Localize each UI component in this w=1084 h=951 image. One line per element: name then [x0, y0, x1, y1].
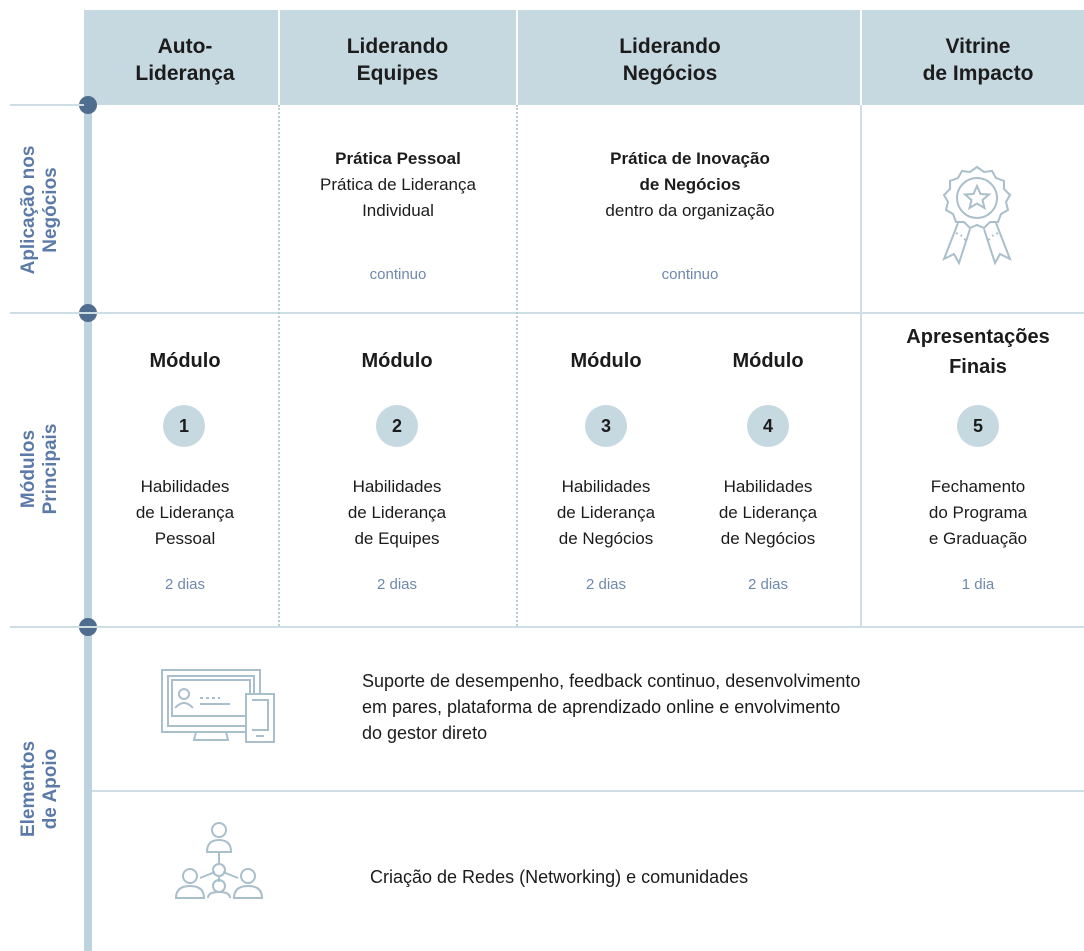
- column-divider: [860, 105, 862, 626]
- module-title: Módulo: [361, 350, 433, 372]
- row-label-modulos-principais: Módulos Principais: [18, 423, 61, 515]
- practice-personal-duration: continuo: [369, 266, 427, 283]
- column-header-auto-lideranca: Auto- Liderança: [135, 35, 235, 85]
- module-description: Habilidades de Liderança Pessoal: [135, 477, 235, 548]
- timeline-rail: [84, 100, 92, 951]
- module-title: Módulo: [570, 350, 642, 372]
- module-description: Habilidades de Liderança de Negócios: [718, 477, 818, 548]
- row-divider: [92, 790, 1084, 792]
- practice-business-text: dentro da organização: [605, 201, 775, 220]
- row-label-aplicacao-nos-negocios: Aplicação nos Negócios: [18, 145, 61, 275]
- devices-icon: [160, 668, 278, 744]
- module-duration: 2 dias: [747, 576, 789, 593]
- support-text-networking: Criação de Redes (Networking) e comunida…: [370, 867, 749, 887]
- module-duration: 2 dias: [376, 576, 418, 593]
- practice-business-duration: continuo: [661, 266, 719, 283]
- module-description: Habilidades de Liderança de Equipes: [347, 477, 447, 548]
- module-number-badge: 1: [163, 405, 205, 447]
- column-header-vitrine-de-impacto: Vitrine de Impacto: [922, 35, 1034, 85]
- module-title: Módulo: [149, 350, 221, 372]
- module-description: Fechamento do Programa e Graduação: [928, 477, 1028, 548]
- practice-personal-text: Prática de Liderança Individual: [320, 175, 476, 220]
- module-description: Habilidades de Liderança de Negócios: [556, 477, 656, 548]
- practice-business-title: Prática de Inovação de Negócios: [610, 149, 770, 194]
- row-label-elementos-de-apoio: Elementos de Apoio: [18, 740, 61, 838]
- practice-business: Prática de Inovação de Negócios dentro d…: [530, 146, 850, 224]
- support-text-performance: Suporte de desempenho, feedback continuo…: [362, 671, 861, 743]
- row-divider: [10, 104, 84, 106]
- module-number-badge: 2: [376, 405, 418, 447]
- timeline-dot: [79, 96, 97, 114]
- header-divider: [860, 10, 862, 105]
- module-duration: 2 dias: [585, 576, 627, 593]
- module-duration: 1 dia: [961, 576, 995, 593]
- module-duration: 2 dias: [164, 576, 206, 593]
- column-header-liderando-equipes: Liderando Equipes: [346, 35, 449, 85]
- row-divider: [10, 626, 1084, 628]
- practice-personal: Prática Pessoal Prática de Liderança Ind…: [290, 146, 506, 224]
- module-number-badge: 3: [585, 405, 627, 447]
- module-title: Módulo: [732, 350, 804, 372]
- header-divider: [516, 10, 518, 105]
- network-people-icon: [170, 820, 268, 900]
- module-title-final: Apresentações Finais: [906, 326, 1050, 378]
- column-header-liderando-negocios: Liderando Negócios: [619, 35, 721, 85]
- row-divider: [10, 312, 1084, 314]
- module-number-badge: 4: [747, 405, 789, 447]
- header-divider: [278, 10, 280, 105]
- header-bar: [84, 10, 1084, 105]
- module-number-badge: 5: [957, 405, 999, 447]
- practice-personal-title: Prática Pessoal: [335, 149, 461, 168]
- award-ribbon-icon: [934, 163, 1020, 267]
- column-divider: [516, 105, 518, 626]
- column-divider: [278, 105, 280, 626]
